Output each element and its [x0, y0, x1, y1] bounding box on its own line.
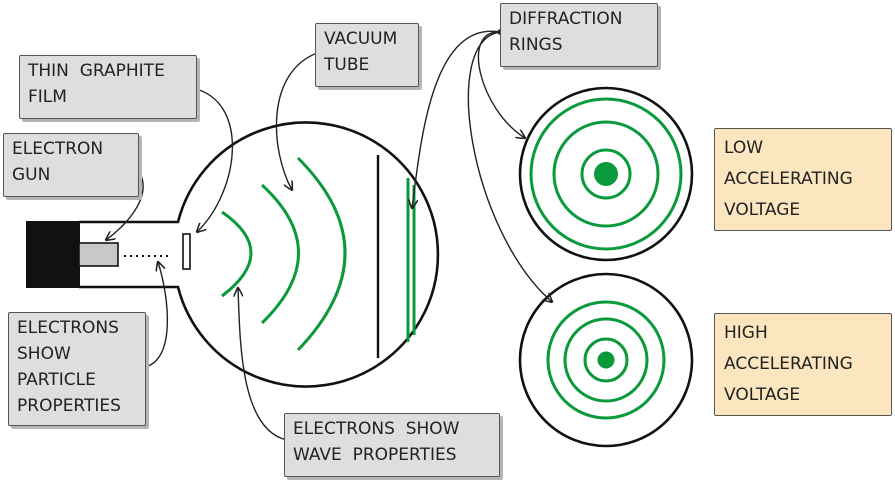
label-low-voltage-line1: LOW — [724, 138, 764, 158]
arrow-vacuum-tube — [275, 51, 321, 190]
label-low-voltage-line3: VOLTAGE — [724, 200, 801, 220]
arrow-wave-properties — [238, 288, 288, 441]
arrow-particle-properties — [144, 262, 169, 368]
label-electrons-wave-line1: ELECTRONS SHOW — [293, 419, 460, 439]
label-vacuum-tube: VACUUM TUBE — [315, 23, 419, 87]
label-high-voltage-line3: VOLTAGE — [724, 385, 801, 405]
electron-gun-cathode — [78, 242, 119, 267]
label-high-voltage-line2: ACCELERATING — [724, 354, 853, 374]
label-diffraction-rings-line1: DIFFRACTION — [509, 9, 623, 29]
wavefront-1 — [221, 210, 253, 298]
electron-wavefronts — [221, 156, 416, 352]
label-thin-graphite-film-line1: THIN GRAPHITE — [28, 61, 165, 81]
label-electron-gun-line1: ELECTRON — [12, 139, 104, 159]
label-vacuum-tube-line1: VACUUM — [324, 29, 398, 49]
arrow-graphite-film — [191, 87, 234, 232]
label-electrons-particle-line3: PARTICLE — [17, 370, 96, 390]
label-thin-graphite-film-line2: FILM — [28, 87, 67, 107]
label-electrons-wave: ELECTRONS SHOW WAVE PROPERTIES — [284, 413, 500, 477]
label-diffraction-rings-line2: RINGS — [509, 35, 563, 55]
label-electrons-particle-line4: PROPERTIES — [17, 396, 121, 416]
low-voltage-pattern — [518, 86, 694, 262]
arrow-rings-high — [467, 31, 552, 302]
label-diffraction-rings: DIFFRACTION RINGS — [500, 3, 658, 67]
arrow-electron-gun — [106, 165, 144, 240]
label-low-voltage: LOW ACCELERATING VOLTAGE — [714, 128, 892, 231]
label-vacuum-tube-line2: TUBE — [324, 55, 370, 75]
graphite-film — [182, 233, 191, 270]
arrow-rings-screen — [412, 30, 501, 208]
label-electrons-wave-line2: WAVE PROPERTIES — [293, 445, 457, 465]
label-electrons-particle: ELECTRONS SHOW PARTICLE PROPERTIES — [8, 312, 146, 426]
wavefront-3 — [296, 156, 347, 352]
electron-gun-block — [26, 221, 80, 288]
callout-arrows — [106, 29, 552, 443]
wavefront-2 — [260, 183, 300, 325]
arrow-rings-low — [477, 31, 525, 138]
label-thin-graphite-film: THIN GRAPHITE FILM — [19, 55, 197, 119]
label-electron-gun: ELECTRON GUN — [3, 133, 139, 197]
label-electron-gun-line2: GUN — [12, 165, 51, 185]
label-high-voltage-line1: HIGH — [724, 323, 768, 343]
label-high-voltage: HIGH ACCELERATING VOLTAGE — [714, 313, 892, 416]
label-electrons-particle-line1: ELECTRONS — [17, 318, 119, 338]
vacuum-tube-outline — [79, 121, 440, 388]
label-electrons-particle-line2: SHOW — [17, 344, 71, 364]
label-low-voltage-line2: ACCELERATING — [724, 169, 853, 189]
high-voltage-pattern — [518, 272, 694, 448]
